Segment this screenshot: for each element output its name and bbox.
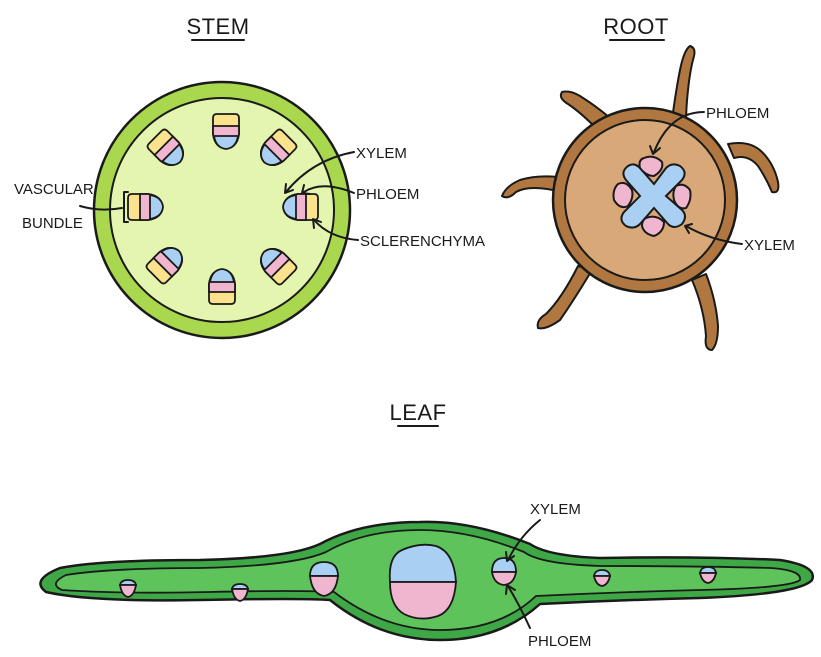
stem-diagram: STEM VASCULAR BUNDLE XYLEM PHLOEM bbox=[14, 14, 485, 338]
leaf-midrib-vein bbox=[390, 545, 456, 619]
leaf-vein-medium bbox=[492, 558, 516, 585]
label-vascular-bundle-line2: BUNDLE bbox=[22, 215, 83, 232]
label-leaf-xylem: XYLEM bbox=[530, 501, 581, 518]
label-stem-phloem: PHLOEM bbox=[356, 186, 419, 203]
leaf-vein-medium bbox=[310, 562, 338, 596]
leaf-title: LEAF bbox=[389, 400, 446, 425]
label-leaf-phloem: PHLOEM bbox=[528, 633, 591, 650]
leaf-vein-small bbox=[594, 570, 610, 586]
vascular-bundle bbox=[209, 269, 235, 304]
vascular-bundle bbox=[213, 114, 239, 149]
vascular-bundle bbox=[283, 194, 318, 220]
root-diagram: ROOT PHLOEM XYLEM bbox=[502, 14, 795, 350]
label-vascular-bundle-line1: VASCULAR bbox=[14, 181, 94, 198]
label-sclerenchyma: SCLERENCHYMA bbox=[360, 233, 485, 250]
label-root-phloem: PHLOEM bbox=[706, 105, 769, 122]
leaf-diagram: LEAF bbox=[40, 400, 812, 650]
vascular-bundle bbox=[128, 194, 163, 220]
stem-title: STEM bbox=[186, 14, 249, 39]
leaf-vein-small bbox=[700, 567, 716, 583]
root-title: ROOT bbox=[603, 14, 669, 39]
label-root-xylem: XYLEM bbox=[744, 237, 795, 254]
label-stem-xylem: XYLEM bbox=[356, 145, 407, 162]
